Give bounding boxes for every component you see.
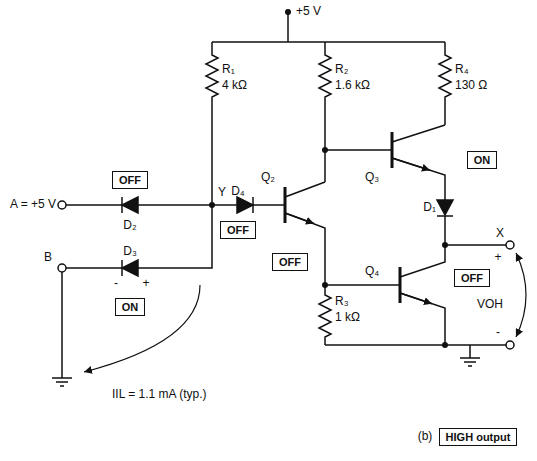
circuit-label: B (44, 251, 52, 265)
circuit-label: - (114, 277, 118, 291)
transistor-symbol (400, 245, 445, 277)
wire (325, 284, 400, 286)
diode-symbol (121, 197, 123, 213)
state-text: OFF (461, 271, 483, 285)
diode-symbol (252, 197, 254, 213)
circuit-label: D₂ (123, 219, 136, 233)
state-text: OFF (119, 173, 141, 187)
circuit-label: D₃ (123, 245, 137, 259)
resistor-symbol (319, 42, 331, 182)
transistor-symbol (285, 182, 325, 197)
diode-symbol (437, 200, 453, 215)
circuit-label: 4 kΩ (222, 79, 247, 93)
transistor-symbol (392, 158, 430, 170)
transistor-symbol (285, 125, 445, 345)
circuit-label: R₃ (335, 295, 349, 309)
junction-dot (209, 202, 215, 208)
transistor-symbol (392, 158, 445, 200)
junction-dot (322, 282, 328, 288)
transistor-symbol (400, 293, 445, 345)
ground-symbol (52, 272, 72, 386)
state-box: OFF (220, 221, 256, 239)
junction-dot (442, 342, 448, 348)
wire (212, 12, 445, 42)
circuit-label: 1.6 kΩ (335, 79, 370, 93)
state-text: ON (474, 153, 491, 167)
current-arrow (516, 253, 526, 337)
state-box: ON (115, 298, 146, 316)
ground-symbol (460, 345, 480, 366)
diode-symbol (122, 197, 453, 276)
circuit-label: D₄ (231, 185, 245, 199)
circuit-label: IIL = 1.1 mA (typ.) (112, 388, 207, 402)
junction-dot (285, 9, 291, 15)
junction-dot (442, 242, 448, 248)
terminal (506, 241, 514, 249)
transistor-symbol (285, 213, 325, 285)
junction-dot (209, 9, 448, 348)
caption-box: HIGH output (439, 428, 518, 446)
current-arrow (84, 253, 526, 372)
state-box: ON (467, 151, 498, 169)
circuit-label: 1 kΩ (335, 311, 360, 325)
circuit-label: R₂ (335, 63, 348, 77)
transistor-symbol (285, 213, 314, 223)
terminal (58, 201, 66, 209)
circuit-label: R₁ (222, 63, 235, 77)
wire (325, 149, 392, 151)
circuit-label: R₄ (455, 63, 469, 77)
current-arrow (84, 285, 200, 372)
wire (66, 204, 212, 206)
wire (445, 216, 506, 245)
circuit-label: A = +5 V (10, 198, 56, 212)
circuit-label: VOH (477, 298, 503, 312)
state-text: OFF (279, 255, 301, 269)
circuit-label: +5 V (296, 5, 321, 19)
state-box: OFF (272, 253, 308, 271)
transistor-symbol (285, 132, 400, 303)
diode-symbol (122, 260, 138, 276)
circuit-label: + (142, 277, 149, 291)
wire (66, 12, 506, 345)
diode-symbol (122, 197, 138, 213)
wire (66, 205, 212, 268)
state-box: OFF (112, 171, 148, 189)
resistor-symbol (319, 285, 331, 345)
terminal (58, 264, 66, 272)
circuit-label: Y (218, 186, 226, 200)
state-text: ON (122, 300, 139, 314)
diode-symbol (121, 260, 123, 276)
transistor-symbol (392, 125, 445, 142)
circuit-label: 130 Ω (455, 79, 487, 93)
transistor-symbol (400, 293, 432, 304)
ground-symbol (52, 272, 480, 386)
circuit-label: Q₃ (365, 171, 379, 185)
circuit-label: Q₄ (365, 265, 379, 279)
circuit-label: D₁ (423, 201, 436, 215)
state-text: HIGH output (446, 430, 511, 444)
circuit-label: + (494, 251, 501, 265)
diode-symbol (437, 215, 453, 217)
circuit-label: (b) (418, 430, 433, 444)
resistor-symbol (206, 42, 451, 345)
resistor-symbol (206, 42, 218, 205)
terminal (58, 201, 514, 349)
state-box: OFF (454, 269, 490, 287)
circuit-label: - (496, 326, 500, 340)
diode-symbol (237, 197, 253, 213)
wire (325, 344, 506, 346)
terminal (506, 341, 514, 349)
resistor-symbol (439, 42, 451, 125)
junction-dot (322, 147, 328, 153)
state-text: OFF (227, 223, 249, 237)
circuit-label: Q₂ (261, 171, 275, 185)
circuit-label: X (496, 227, 504, 241)
